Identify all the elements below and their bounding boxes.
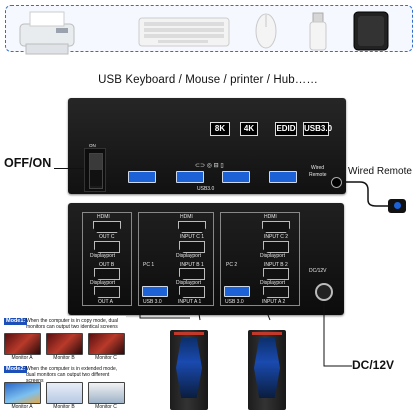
input-b2-dp-label: Displayport xyxy=(260,280,286,286)
remote-port-label-2: Remote xyxy=(309,172,327,178)
front-usb-port-2[interactable] xyxy=(176,171,204,183)
dc-jack[interactable] xyxy=(315,283,333,301)
pc1-label: PC 1 xyxy=(143,262,155,268)
mode2-monitor-b-label: Monitor B xyxy=(53,404,75,410)
front-usb-port-4[interactable] xyxy=(269,171,297,183)
printer-icon xyxy=(19,11,75,55)
pc1-usb-port[interactable] xyxy=(142,286,168,297)
out-a-label: OUT A xyxy=(98,299,113,305)
mode2-monitor-a-label: Monitor A xyxy=(11,404,33,410)
mode1-tag: Mode1: xyxy=(4,318,28,325)
pc1-usb-label: USB 3.0 xyxy=(143,299,162,305)
input-a2-label: INPUT A 2 xyxy=(262,299,286,305)
kvm-front-panel xyxy=(68,98,346,194)
mode2-monitor-b xyxy=(46,382,83,404)
mode1-monitor-a xyxy=(4,333,41,355)
power-switch[interactable]: ON xyxy=(84,143,106,192)
switch-on-label: ON xyxy=(89,143,96,148)
pc2-usb-port[interactable] xyxy=(224,286,250,297)
badge-4k: 4K xyxy=(240,122,258,136)
badge-edid: EDID xyxy=(275,122,297,136)
front-usb-label: USB3.0 xyxy=(197,186,215,192)
wired-remote-callout: Wired Remote xyxy=(348,166,412,177)
input-c1-label: INPUT C 1 xyxy=(180,234,205,240)
out-b-label: OUT B xyxy=(99,262,115,268)
in2-hdmi-label: HDMI xyxy=(264,214,277,220)
mouse-icon xyxy=(255,13,277,49)
input-group-pc2 xyxy=(220,212,300,306)
modes-panel: Mode1: When the computer is in copy mode… xyxy=(2,316,126,414)
input-c1-dp-port[interactable] xyxy=(179,241,205,253)
output-group xyxy=(82,212,132,306)
remote-port-label-1: Wired xyxy=(311,165,325,171)
peripherals-label: USB Keyboard / Mouse / printer / Hub…… xyxy=(98,74,318,86)
wired-remote-device[interactable] xyxy=(388,199,406,213)
dc-callout: DC/12V xyxy=(352,358,395,372)
front-usb-port-1[interactable] xyxy=(128,171,156,183)
mode2-monitor-c xyxy=(88,382,125,404)
mode2-tag: Mode2: xyxy=(4,366,28,373)
input-a2-dp-port[interactable] xyxy=(263,286,289,298)
front-usb-port-3[interactable] xyxy=(222,171,250,183)
mode1-monitor-c xyxy=(88,333,125,355)
out-c-dp-label: Displayport xyxy=(90,253,116,259)
back-dc-label: DC/12V xyxy=(309,268,327,274)
hard-drive-icon xyxy=(353,11,389,51)
off-on-callout: OFF/ON xyxy=(4,156,52,170)
out-a-dp-port[interactable] xyxy=(94,286,120,298)
mode2-monitor-a xyxy=(4,382,41,404)
mode1-monitor-b xyxy=(46,333,83,355)
status-icons: ⊂⊃ ◎ ⊟ ▯ xyxy=(195,163,224,169)
in1-hdmi-label: HDMI xyxy=(180,214,193,220)
pc2-label: PC 2 xyxy=(226,262,238,268)
input-b1-dp-label: Displayport xyxy=(176,280,202,286)
usb-drive-icon xyxy=(309,12,327,51)
dc-pointer xyxy=(323,302,352,367)
out-c-hdmi-port[interactable] xyxy=(93,221,121,233)
out-c-dp-port[interactable] xyxy=(94,241,120,253)
input-a1-dp-port[interactable] xyxy=(179,286,205,298)
out-c-label: OUT C xyxy=(99,234,115,240)
out-hdmi-label: HDMI xyxy=(97,214,110,220)
off-on-pointer xyxy=(54,168,84,169)
badge-usb30: USB3.0 xyxy=(303,122,332,136)
input-b2-dp-port[interactable] xyxy=(263,268,289,280)
pc-tower-2 xyxy=(248,330,286,410)
out-b-dp-port[interactable] xyxy=(94,268,120,280)
mode1-monitor-c-label: Monitor C xyxy=(95,355,117,361)
keyboard-icon xyxy=(138,17,230,47)
input-a1-label: INPUT A 1 xyxy=(178,299,202,305)
pc-tower-1 xyxy=(170,330,208,410)
input-b2-label: INPUT B 2 xyxy=(264,262,288,268)
badge-8k: 8K xyxy=(210,122,230,136)
input-group-pc1 xyxy=(138,212,214,306)
mode1-monitor-a-label: Monitor A xyxy=(11,355,33,361)
input-b1-dp-port[interactable] xyxy=(179,268,205,280)
input-c1-dp-label: Displayport xyxy=(176,253,202,259)
input-c2-dp-label: Displayport xyxy=(260,253,286,259)
mode2-text: When the computer is in extended mode, d… xyxy=(26,366,118,384)
input-c1-hdmi-port[interactable] xyxy=(178,221,206,233)
input-c2-hdmi-port[interactable] xyxy=(262,221,290,233)
remote-jack[interactable] xyxy=(331,177,342,188)
pc2-usb-label: USB 3.0 xyxy=(225,299,244,305)
mode1-monitor-b-label: Monitor B xyxy=(53,355,75,361)
input-c2-dp-port[interactable] xyxy=(263,241,289,253)
out-b-dp-label: Displayport xyxy=(90,280,116,286)
mode2-monitor-c-label: Monitor C xyxy=(95,404,117,410)
input-c2-label: INPUT C 2 xyxy=(264,234,289,240)
mode1-text: When the computer is in copy mode, dual … xyxy=(26,318,118,330)
input-b1-label: INPUT B 1 xyxy=(180,262,204,268)
